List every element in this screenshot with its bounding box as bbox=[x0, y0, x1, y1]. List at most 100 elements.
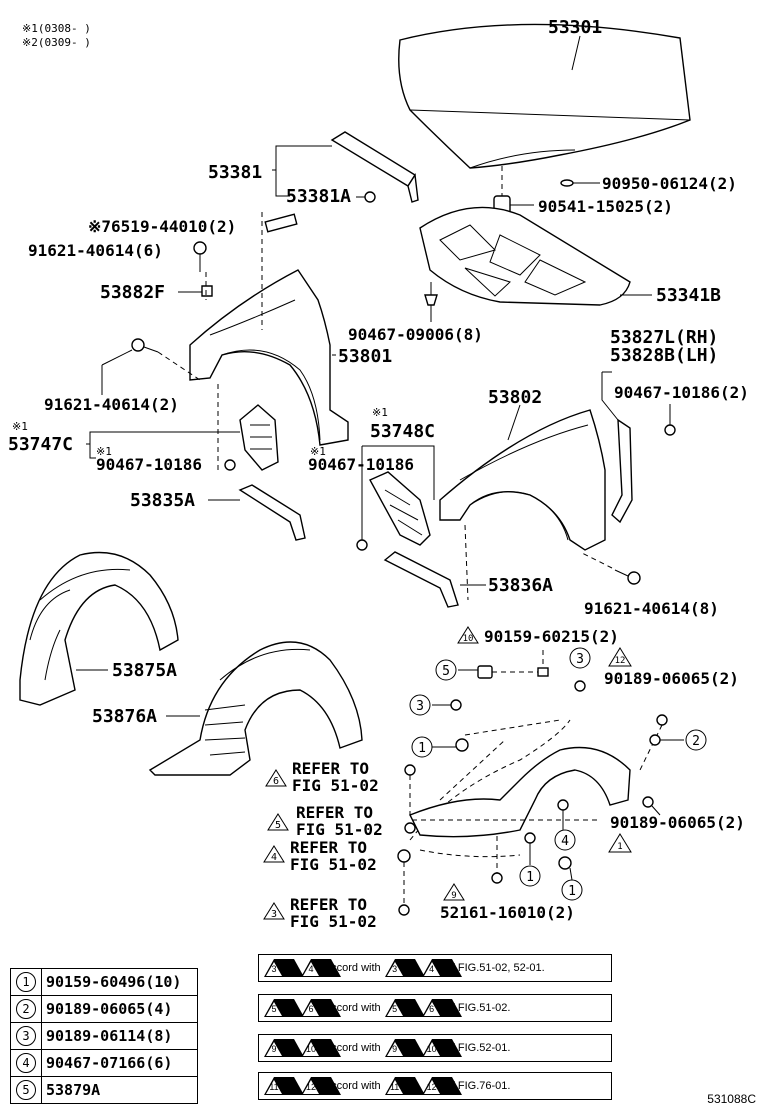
legend-row: 5 53879A bbox=[10, 1076, 198, 1104]
circle-mark-5: 5 bbox=[435, 659, 457, 681]
triangle-mark-4: 4 bbox=[263, 845, 285, 863]
accord-box-4: 11 、 12 accord with 11 、 12 of FIG.76-01… bbox=[258, 1072, 612, 1100]
clip-90189-06065-bottom[interactable] bbox=[642, 796, 654, 808]
clip-53882f[interactable] bbox=[201, 285, 213, 297]
label-53876a: 53876A bbox=[92, 706, 157, 727]
screw-1-bottom[interactable] bbox=[558, 856, 572, 870]
svg-text:2: 2 bbox=[692, 734, 700, 749]
circle-mark-2: 2 bbox=[685, 729, 707, 751]
svg-text:3: 3 bbox=[416, 699, 424, 714]
seal-53381[interactable] bbox=[330, 131, 419, 203]
bolt-91621-8[interactable] bbox=[614, 569, 641, 585]
circle-mark-3-left: 3 bbox=[409, 694, 431, 716]
refer-4-line2: FIG 51-02 bbox=[290, 855, 377, 874]
screw-1-left[interactable] bbox=[455, 738, 469, 752]
label-90541: 90541-15025(2) bbox=[538, 197, 673, 216]
bolt-91621-2[interactable] bbox=[131, 338, 159, 353]
fender-53801[interactable] bbox=[189, 269, 349, 446]
pad-76519[interactable] bbox=[264, 213, 298, 233]
label-90950: 90950-06124(2) bbox=[602, 174, 737, 193]
triangle-mark-9: 9 bbox=[443, 883, 465, 901]
label-90159-60215: 90159-60215(2) bbox=[484, 627, 619, 646]
legend-num: 1 bbox=[16, 972, 36, 992]
bolt-91621-6[interactable] bbox=[193, 241, 207, 272]
note-star1-c: ※1 bbox=[372, 406, 388, 419]
fender-seal-53827l[interactable] bbox=[611, 418, 633, 524]
legend-num: 5 bbox=[16, 1080, 36, 1100]
bracket-53836a[interactable] bbox=[383, 551, 459, 608]
clip-90467-10186-2[interactable] bbox=[664, 424, 676, 436]
label-53802: 53802 bbox=[488, 387, 542, 408]
svg-text:12: 12 bbox=[615, 656, 626, 666]
label-90467-10186-a: 90467-10186 bbox=[96, 455, 202, 474]
refer-3-line2: FIG 51-02 bbox=[290, 912, 377, 931]
clip-90159-60215[interactable] bbox=[537, 667, 549, 677]
screw-3-bottom[interactable] bbox=[398, 904, 410, 916]
legend-row: 1 90159-60496(10) bbox=[10, 968, 198, 996]
accord-box-2: 5 、 6 accord with 5 、 6 of FIG.51-02. bbox=[258, 994, 612, 1022]
svg-text:1: 1 bbox=[418, 741, 426, 756]
clip-90189-06065-top[interactable] bbox=[656, 714, 668, 726]
label-90189-06065-top: 90189-06065(2) bbox=[604, 669, 739, 688]
note-1: ※1(0308- ) bbox=[22, 22, 91, 35]
mudguard-assembly[interactable] bbox=[409, 719, 631, 858]
label-53301: 53301 bbox=[548, 17, 602, 38]
svg-text:1: 1 bbox=[526, 870, 534, 885]
screw-6[interactable] bbox=[404, 764, 416, 776]
applicability-notes: ※1(0308- ) ※2(0309- ) bbox=[22, 22, 91, 50]
screw-3-upper[interactable] bbox=[450, 699, 462, 711]
liner-53875a[interactable] bbox=[19, 551, 179, 706]
fender-53802[interactable] bbox=[439, 409, 606, 551]
refer-5-line1: REFER TO bbox=[296, 803, 373, 822]
legend-part: 90467-07166(6) bbox=[41, 1049, 198, 1077]
triangle-mark-6: 6 bbox=[265, 769, 287, 787]
svg-text:5: 5 bbox=[442, 664, 450, 679]
circle-mark-1-left: 1 bbox=[411, 736, 433, 758]
clip-53879a[interactable] bbox=[477, 665, 493, 679]
cushion-90950[interactable] bbox=[560, 179, 574, 187]
clip-53381a[interactable] bbox=[364, 191, 376, 203]
label-91621-8: 91621-40614(8) bbox=[584, 599, 719, 618]
svg-text:3: 3 bbox=[576, 652, 584, 667]
triangle-mark-10: 10 bbox=[457, 626, 479, 644]
screw-5[interactable] bbox=[404, 822, 416, 834]
legend-row: 3 90189-06114(8) bbox=[10, 1022, 198, 1050]
refer-6-line1: REFER TO bbox=[292, 759, 369, 778]
legend-part: 90189-06065(4) bbox=[41, 995, 198, 1023]
triangle-mark-5: 5 bbox=[267, 813, 289, 831]
screw-3-right[interactable] bbox=[574, 680, 586, 692]
svg-text:5: 5 bbox=[275, 820, 281, 831]
clip-90467-09006[interactable] bbox=[424, 282, 438, 306]
refer-6-line2: FIG 51-02 bbox=[292, 776, 379, 795]
liner-53876a[interactable] bbox=[148, 641, 363, 776]
clip-90467-10186-b[interactable] bbox=[356, 539, 368, 551]
pin-52161[interactable] bbox=[491, 872, 503, 884]
clip-90189-06065-2[interactable] bbox=[649, 734, 661, 746]
triangle-mark-1: 1 bbox=[608, 833, 632, 853]
label-53827l: 53827L(RH) bbox=[610, 327, 718, 348]
screw-4[interactable] bbox=[397, 849, 411, 863]
hood-53301[interactable] bbox=[398, 23, 691, 169]
hood-insulator-53341b[interactable] bbox=[419, 206, 631, 306]
bracket-53835a[interactable] bbox=[238, 484, 306, 541]
label-52161: 52161-16010(2) bbox=[440, 903, 575, 922]
clip-4[interactable] bbox=[557, 799, 569, 811]
clip-1-center[interactable] bbox=[524, 832, 536, 844]
label-53875a: 53875A bbox=[112, 660, 177, 681]
svg-text:9: 9 bbox=[451, 891, 456, 901]
seal-53748c[interactable] bbox=[369, 471, 431, 546]
legend-row: 2 90189-06065(4) bbox=[10, 995, 198, 1023]
fastener-legend: 1 90159-60496(10) 2 90189-06065(4) 3 901… bbox=[10, 968, 198, 1104]
svg-text:4: 4 bbox=[271, 852, 277, 863]
label-53381: 53381 bbox=[208, 162, 262, 183]
seal-53747c[interactable] bbox=[239, 404, 279, 471]
legend-num: 3 bbox=[16, 1026, 36, 1046]
legend-row: 4 90467-07166(6) bbox=[10, 1049, 198, 1077]
svg-text:10: 10 bbox=[463, 634, 474, 644]
svg-text:6: 6 bbox=[273, 776, 279, 787]
label-53835a: 53835A bbox=[130, 490, 195, 511]
label-53801: 53801 bbox=[338, 346, 392, 367]
label-90467-10186-2: 90467-10186(2) bbox=[614, 383, 749, 402]
clip-90467-10186-a[interactable] bbox=[224, 459, 236, 471]
